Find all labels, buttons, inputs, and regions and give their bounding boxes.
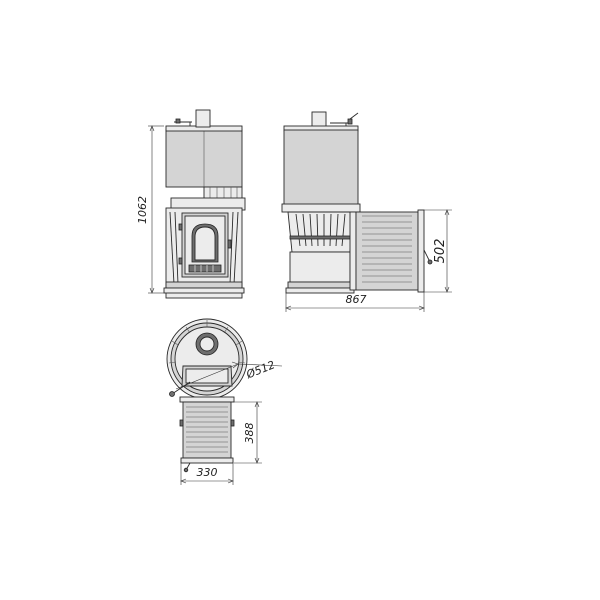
side-water-tank — [283, 129, 359, 206]
side-height-dimension: 502 — [420, 209, 452, 293]
side-firebox — [289, 251, 351, 283]
top-depth-label: 388 — [243, 423, 256, 444]
front-view: 1062 — [136, 109, 246, 299]
side-tunnel-extension — [349, 209, 433, 293]
side-width-dimension: 867 — [285, 292, 425, 312]
top-width-label: 330 — [197, 466, 218, 479]
front-height-dimension: 1062 — [136, 125, 164, 294]
side-width-label: 867 — [346, 293, 367, 306]
side-view: 867 502 — [281, 111, 452, 312]
front-handle — [174, 118, 192, 126]
top-tunnel-extension — [179, 396, 235, 473]
side-stone-cage — [287, 211, 355, 253]
front-base — [165, 281, 243, 289]
top-diameter-label: Ø512 — [244, 358, 277, 382]
top-depth-dimension: 388 — [234, 401, 262, 464]
front-chimney — [195, 109, 211, 128]
top-view: Ø512 — [166, 318, 283, 485]
front-height-label: 1062 — [136, 196, 149, 224]
top-handle — [169, 381, 191, 397]
top-radial-slats — [168, 320, 246, 364]
side-height-label: 502 — [433, 239, 448, 264]
top-width-dimension: 330 — [180, 463, 234, 485]
front-stone-cage — [170, 186, 246, 211]
